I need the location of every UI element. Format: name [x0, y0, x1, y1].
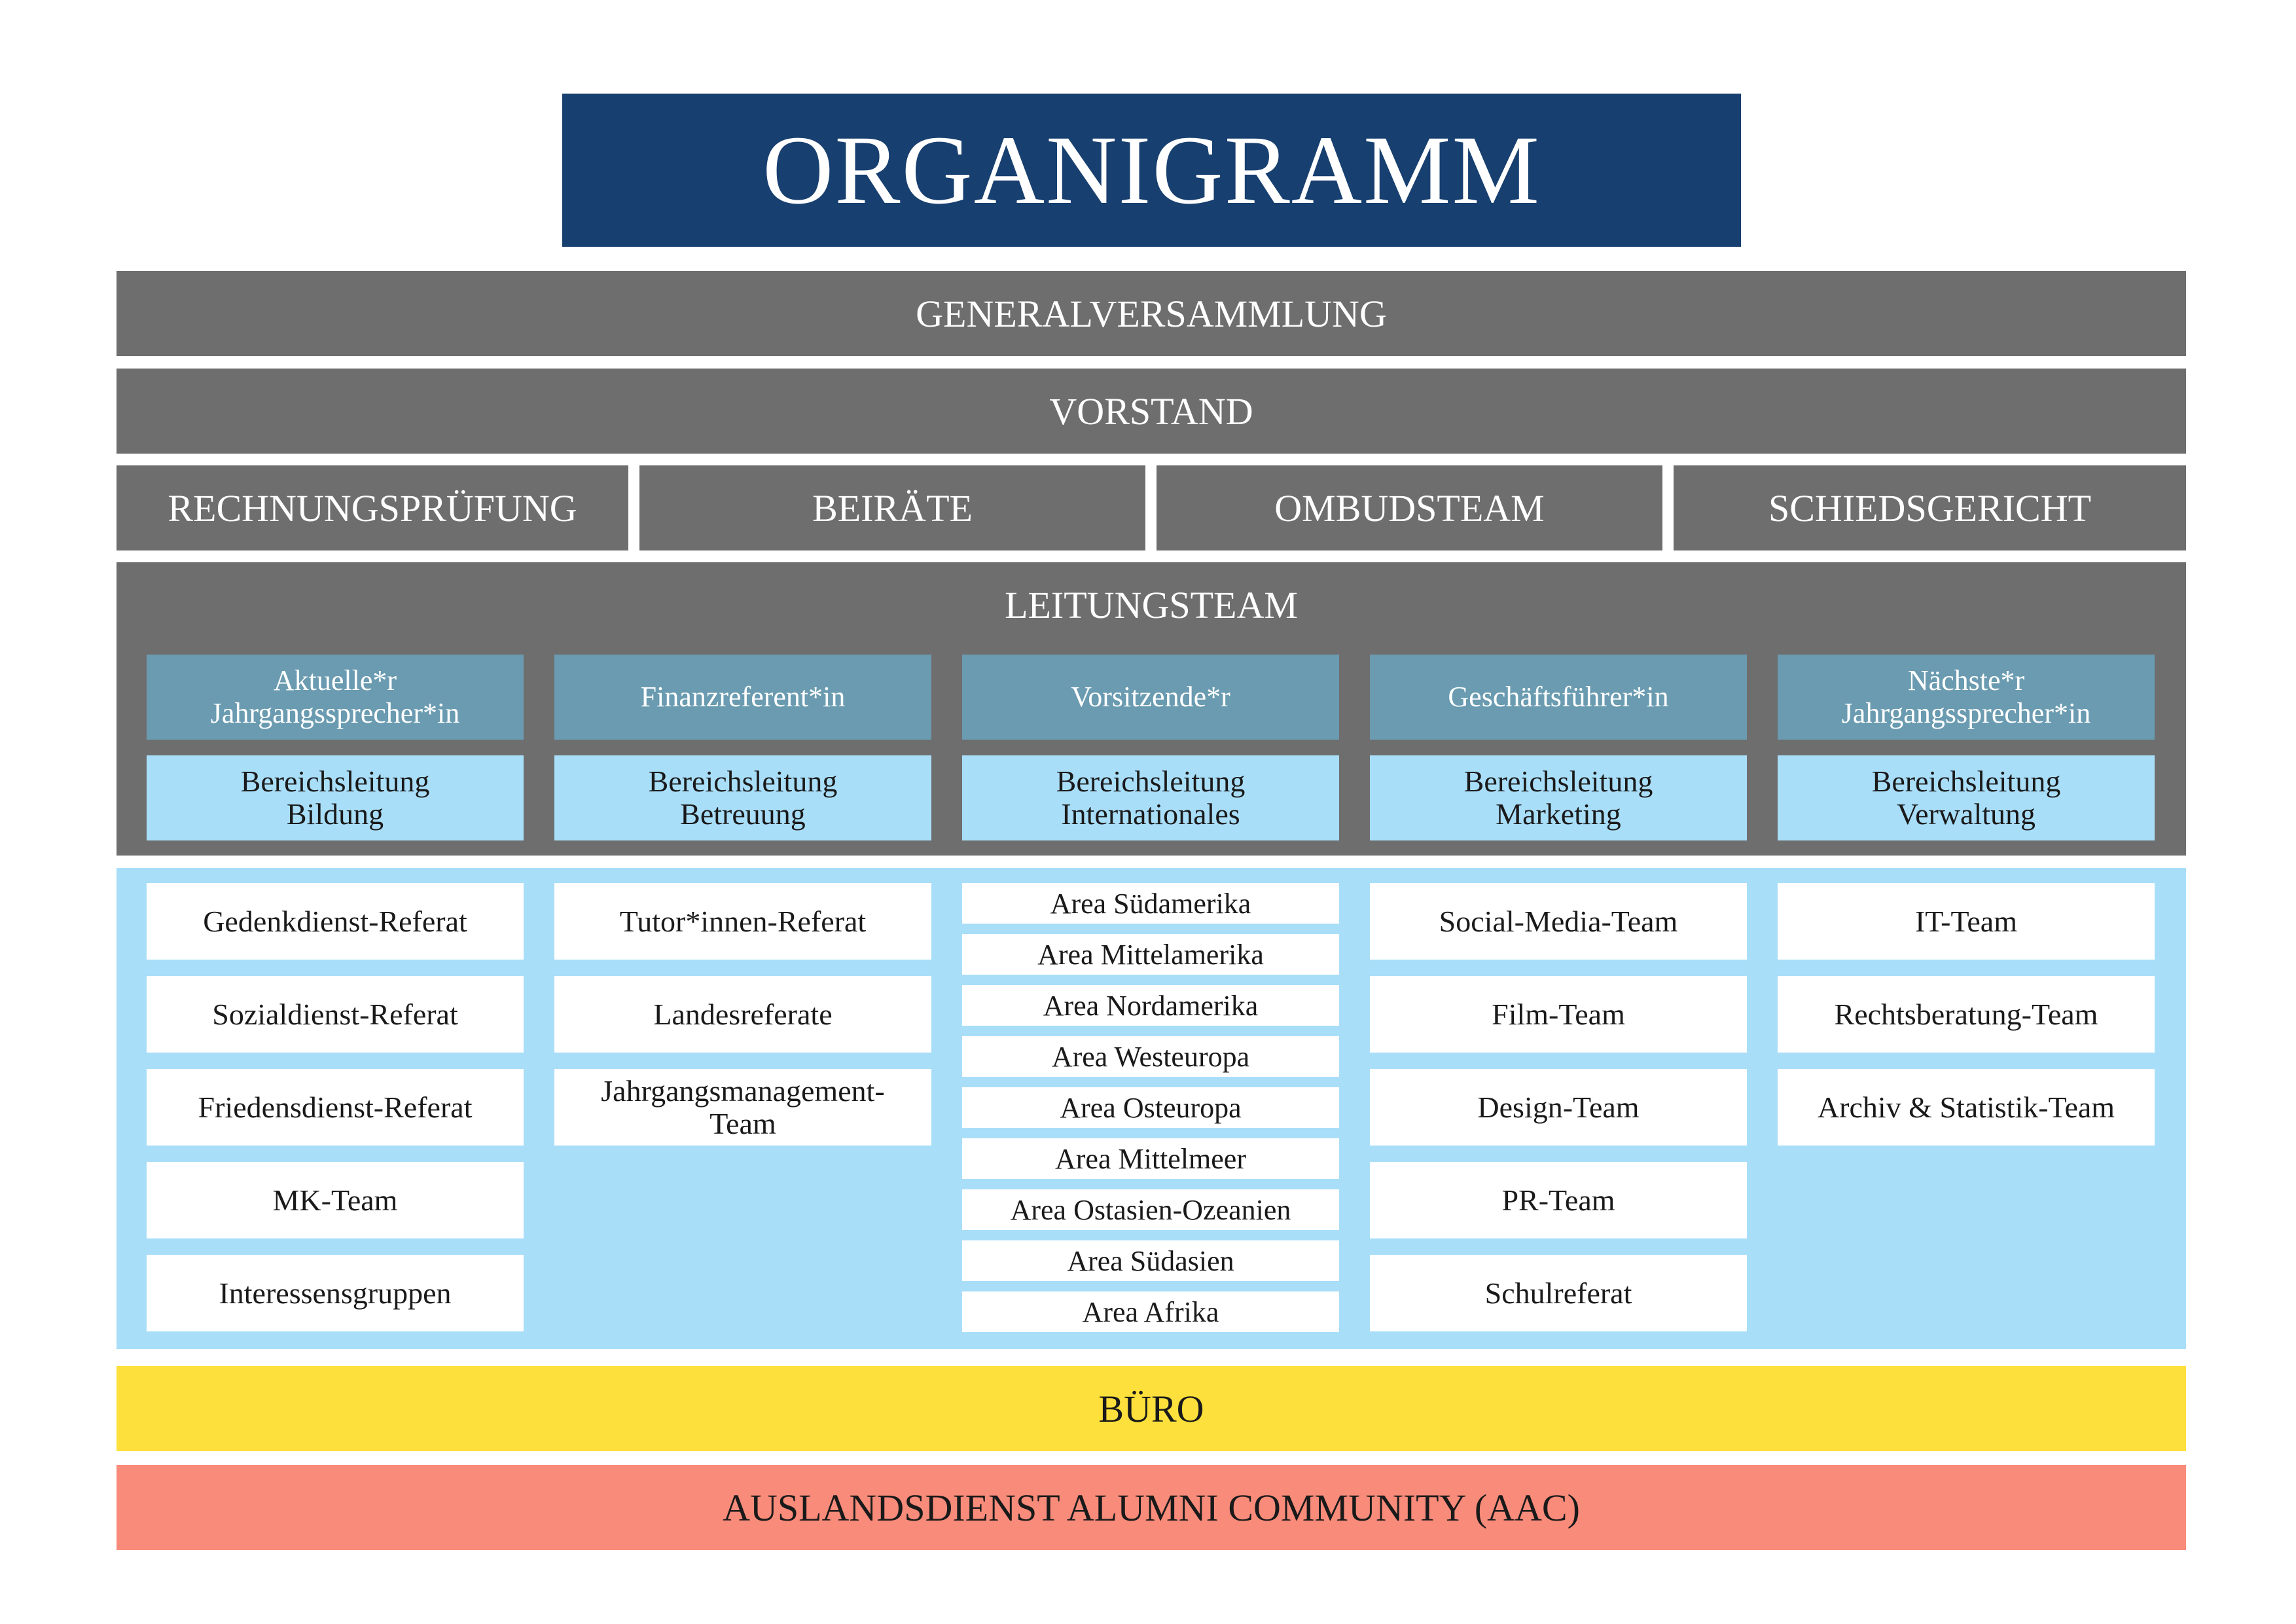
area-westeuropa: Area Westeuropa [962, 1036, 1339, 1077]
area-afrika: Area Afrika [962, 1291, 1339, 1332]
bereichsleitung-label: Bereichsleitung Marketing [1463, 765, 1653, 831]
role-label: Finanzreferent*in [640, 681, 846, 713]
team-design-team: Design-Team [1370, 1069, 1747, 1146]
area-mittelamerika: Area Mittelamerika [962, 934, 1339, 975]
team-landesreferate: Landesreferate [554, 976, 931, 1053]
bereichsleitung-label: Bereichsleitung Internationales [1056, 765, 1246, 831]
team-gedenkdienst-referat: Gedenkdienst-Referat [147, 883, 524, 960]
area-nordamerika: Area Nordamerika [962, 985, 1339, 1026]
bereichsleitung-label: Bereichsleitung Verwaltung [1871, 765, 2061, 831]
area-suedasien: Area Südasien [962, 1240, 1339, 1281]
role-naechste-jahrgangssprecher: Nächste*r Jahrgangssprecher*in [1778, 655, 2155, 740]
area-suedamerika: Area Südamerika [962, 883, 1339, 924]
team-interessensgruppen: Interessensgruppen [147, 1255, 524, 1331]
role-vorsitzende: Vorsitzende*r [962, 655, 1339, 740]
schiedsgericht-box: SCHIEDSGERICHT [1674, 465, 2186, 550]
area-osteuropa: Area Osteuropa [962, 1087, 1339, 1128]
team-sozialdienst-referat: Sozialdienst-Referat [147, 976, 524, 1053]
page-title: ORGANIGRAMM [562, 94, 1741, 247]
role-label: Vorsitzende*r [1071, 681, 1230, 713]
bereichsleitung-marketing: Bereichsleitung Marketing [1370, 755, 1747, 840]
role-aktuelle-jahrgangssprecher: Aktuelle*r Jahrgangssprecher*in [147, 655, 524, 740]
leitungsteam-label: LEITUNGSTEAM [1005, 584, 1298, 626]
ombudsteam-box: OMBUDSTEAM [1157, 465, 1662, 550]
team-film-team: Film-Team [1370, 976, 1747, 1053]
aac-box: AUSLANDSDIENST ALUMNI COMMUNITY (AAC) [117, 1465, 2186, 1550]
role-label: Nächste*r Jahrgangssprecher*in [1841, 664, 2091, 729]
team-jahrgangsmanagement-team: Jahrgangsmanagement- Team [554, 1069, 931, 1146]
bereichsleitung-internationales: Bereichsleitung Internationales [962, 755, 1339, 840]
team-label: Jahrgangsmanagement- Team [601, 1074, 885, 1140]
team-friedensdienst-referat: Friedensdienst-Referat [147, 1069, 524, 1146]
beiraete-box: BEIRÄTE [639, 465, 1145, 550]
role-finanzreferent: Finanzreferent*in [554, 655, 931, 740]
team-it-team: IT-Team [1778, 883, 2155, 960]
team-pr-team: PR-Team [1370, 1162, 1747, 1238]
role-label: Geschäftsführer*in [1448, 681, 1669, 713]
generalversammlung-box: GENERALVERSAMMLUNG [117, 271, 2186, 356]
team-rechtsberatung-team: Rechtsberatung-Team [1778, 976, 2155, 1053]
team-schulreferat: Schulreferat [1370, 1255, 1747, 1331]
team-archiv-statistik-team: Archiv & Statistik-Team [1778, 1069, 2155, 1146]
team-social-media-team: Social-Media-Team [1370, 883, 1747, 960]
bereichsleitung-verwaltung: Bereichsleitung Verwaltung [1778, 755, 2155, 840]
buero-box: BÜRO [117, 1366, 2186, 1451]
bereichsleitung-bildung: Bereichsleitung Bildung [147, 755, 524, 840]
bereichsleitung-betreuung: Bereichsleitung Betreuung [554, 755, 931, 840]
team-mk-team: MK-Team [147, 1162, 524, 1238]
role-label: Aktuelle*r Jahrgangssprecher*in [210, 664, 460, 729]
rechnungspruefung-box: RECHNUNGSPRÜFUNG [117, 465, 628, 550]
area-mittelmeer: Area Mittelmeer [962, 1138, 1339, 1179]
team-tutorinnen-referat: Tutor*innen-Referat [554, 883, 931, 960]
role-geschaeftsfuehrer: Geschäftsführer*in [1370, 655, 1747, 740]
bereichsleitung-label: Bereichsleitung Betreuung [648, 765, 838, 831]
bereichsleitung-label: Bereichsleitung Bildung [240, 765, 430, 831]
area-ostasien-ozeanien: Area Ostasien-Ozeanien [962, 1189, 1339, 1230]
vorstand-box: VORSTAND [117, 369, 2186, 454]
